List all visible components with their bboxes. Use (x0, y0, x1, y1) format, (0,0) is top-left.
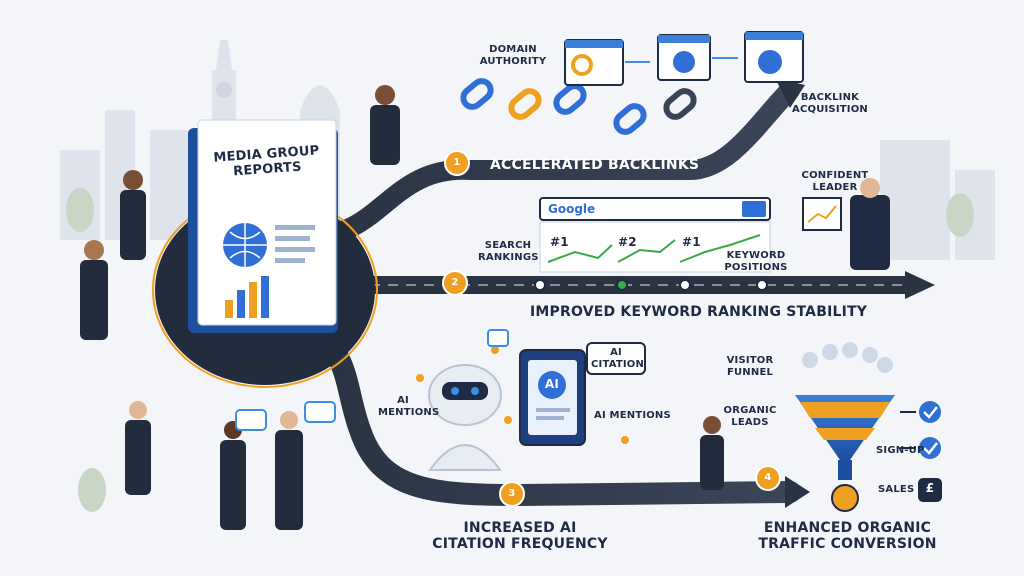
confident-leader-label: CONFIDENT LEADER (801, 170, 869, 193)
rank-label-1: #1 (550, 235, 569, 249)
plant-decorations (66, 188, 974, 512)
step-1-title: ACCELERATED BACKLINKS (490, 157, 700, 173)
step-1-number: 1 (453, 157, 461, 168)
leader-chart (802, 178, 890, 270)
step-badges (442, 150, 781, 507)
pound-coin-icon (831, 484, 859, 512)
browser-windows (564, 31, 804, 86)
backlink-acquisition-label: BACKLINK ACQUISITION (792, 92, 868, 115)
step-2-number: 2 (451, 277, 459, 288)
step-2-title: IMPROVED KEYWORD RANKING STABILITY (530, 304, 868, 320)
chain-link-icons (460, 78, 697, 135)
step-4-title: ENHANCED ORGANIC TRAFFIC CONVERSION (758, 520, 937, 553)
search-logo: Google (548, 202, 596, 216)
rank-label-2: #2 (618, 235, 637, 249)
search-icon (742, 201, 766, 217)
ai-citation-phone (519, 349, 586, 446)
sales-label: SALES (878, 484, 915, 495)
pound-symbol: £ (925, 481, 935, 495)
organic-leads-label: ORGANIC LEADS (723, 405, 777, 428)
check-icon (919, 401, 941, 423)
people-figures (80, 85, 724, 530)
visitor-funnel (795, 342, 942, 512)
step-3-number: 3 (508, 488, 516, 499)
search-rankings-label: SEARCH RANKINGS (478, 240, 539, 263)
chat-bubble-icons (235, 329, 509, 431)
report-booklet (188, 119, 338, 333)
rank-label-3: #1 (682, 235, 701, 249)
report-use-label: REPORT USE (218, 348, 319, 364)
ai-robot (428, 364, 502, 471)
ai-mentions-right-label: AI MENTIONS (594, 410, 671, 421)
bar-chart-icon (225, 300, 233, 318)
domain-authority-label: DOMAIN AUTHORITY (479, 44, 547, 67)
leader-figure (850, 195, 890, 270)
ai-mentions-left-label: AI MENTIONS (378, 395, 440, 418)
visitor-funnel-label: VISITOR FUNNEL (726, 355, 774, 378)
keyword-positions-label: KEYWORD POSITIONS (724, 250, 788, 273)
step-4-number: 4 (764, 472, 772, 483)
ai-badge: AI (544, 377, 560, 391)
pound-badge-icon (918, 478, 942, 502)
sign-up-label: SIGN-UP (876, 445, 925, 456)
step-3-title: INCREASED AI CITATION FREQUENCY (432, 520, 608, 553)
ai-citation-label: AI CITATION (586, 342, 646, 375)
search-rankings-panel (534, 197, 771, 291)
check-icon (919, 437, 941, 459)
